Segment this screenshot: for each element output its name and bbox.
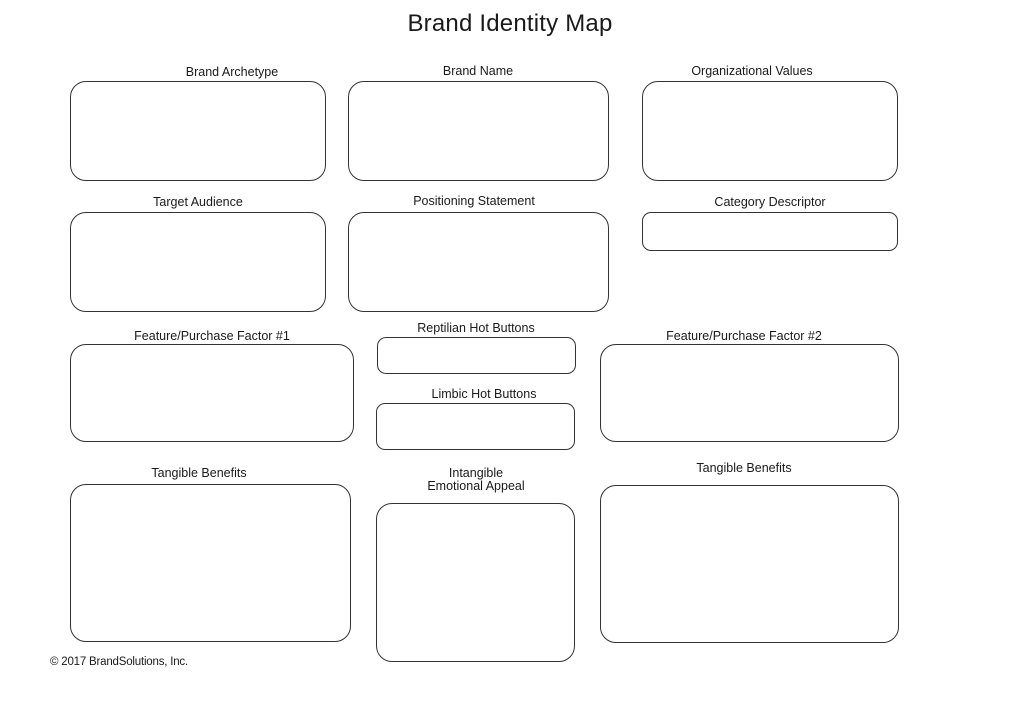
reptilian-hot-buttons-box[interactable] <box>377 337 576 374</box>
brand-archetype-label: Brand Archetype <box>185 65 279 79</box>
positioning-statement-label: Positioning Statement <box>413 194 535 208</box>
category-descriptor-box[interactable] <box>642 212 898 251</box>
organizational-values-box[interactable] <box>642 81 898 181</box>
tangible-benefits-left-box[interactable] <box>70 484 351 642</box>
tangible-benefits-right-label: Tangible Benefits <box>696 461 792 475</box>
copyright-text: © 2017 BrandSolutions, Inc. <box>50 656 188 668</box>
category-descriptor-label: Category Descriptor <box>714 195 826 209</box>
organizational-values-label: Organizational Values <box>691 64 813 78</box>
tangible-benefits-left-label: Tangible Benefits <box>151 466 247 480</box>
brand-archetype-box[interactable] <box>70 81 326 181</box>
feature-purchase-factor-2-box[interactable] <box>600 344 899 442</box>
limbic-hot-buttons-box[interactable] <box>376 403 575 450</box>
intangible-label-line1: Intangible <box>448 466 504 480</box>
positioning-statement-box[interactable] <box>348 212 609 312</box>
feature-purchase-factor-1-label: Feature/Purchase Factor #1 <box>134 329 290 343</box>
intangible-emotional-appeal-label: Intangible Emotional Appeal <box>376 467 576 493</box>
limbic-hot-buttons-label: Limbic Hot Buttons <box>431 387 537 401</box>
intangible-emotional-appeal-box[interactable] <box>376 503 575 662</box>
reptilian-hot-buttons-label: Reptilian Hot Buttons <box>417 321 535 335</box>
map-title: Brand Identity Map <box>407 10 613 37</box>
brand-name-box[interactable] <box>348 81 609 181</box>
intangible-label-line2: Emotional Appeal <box>427 479 525 493</box>
feature-purchase-factor-2-label: Feature/Purchase Factor #2 <box>666 329 822 343</box>
feature-purchase-factor-1-box[interactable] <box>70 344 354 442</box>
brand-name-label: Brand Name <box>442 64 514 78</box>
tangible-benefits-right-box[interactable] <box>600 485 899 643</box>
target-audience-label: Target Audience <box>153 195 243 209</box>
target-audience-box[interactable] <box>70 212 326 312</box>
